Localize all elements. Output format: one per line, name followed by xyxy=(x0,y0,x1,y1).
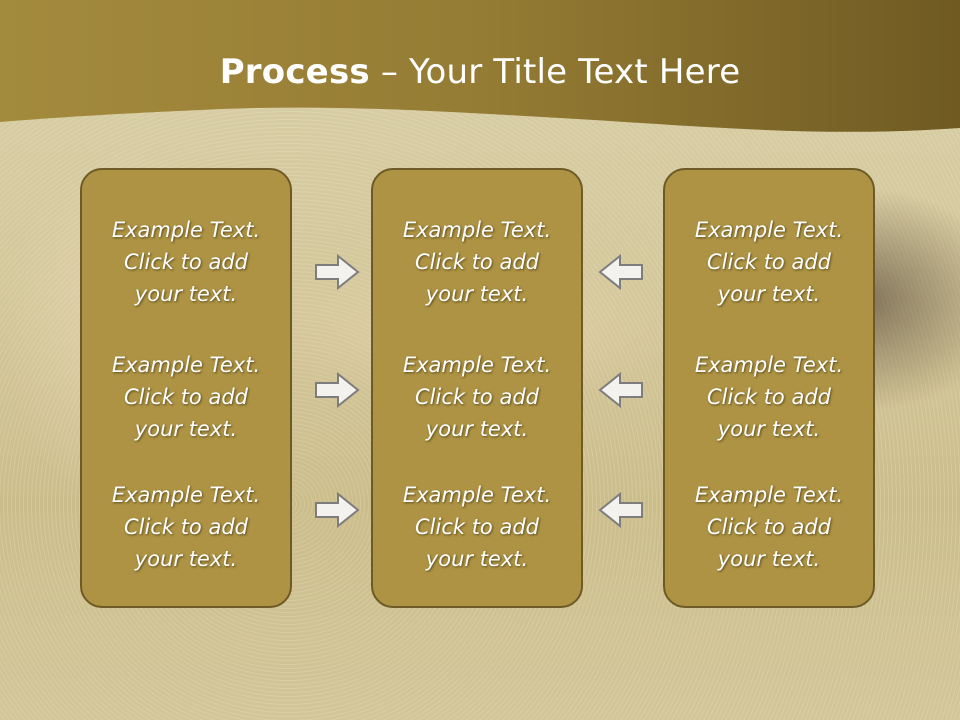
title-band xyxy=(0,0,960,132)
slide-title[interactable]: Process – Your Title Text Here xyxy=(0,52,960,92)
arrow-left-icon[interactable] xyxy=(597,252,645,292)
text-placeholder[interactable]: Example Text. Click to add your text. xyxy=(402,218,552,306)
text-placeholder[interactable]: Example Text. Click to add your text. xyxy=(694,218,844,306)
arrow-left-icon[interactable] xyxy=(597,490,645,530)
process-box-center[interactable]: Example Text. Click to add your text. Ex… xyxy=(371,168,583,608)
text-placeholder[interactable]: Example Text. Click to add your text. xyxy=(111,353,261,441)
arrow-right-icon[interactable] xyxy=(313,252,361,292)
text-placeholder[interactable]: Example Text. Click to add your text. xyxy=(694,483,844,571)
process-box-right[interactable]: Example Text. Click to add your text. Ex… xyxy=(663,168,875,608)
text-placeholder[interactable]: Example Text. Click to add your text. xyxy=(111,218,261,306)
title-rest: – Your Title Text Here xyxy=(369,52,741,92)
text-placeholder[interactable]: Example Text. Click to add your text. xyxy=(111,483,261,571)
arrow-right-icon[interactable] xyxy=(313,370,361,410)
arrow-right-icon[interactable] xyxy=(313,490,361,530)
text-placeholder[interactable]: Example Text. Click to add your text. xyxy=(694,353,844,441)
arrow-left-icon[interactable] xyxy=(597,370,645,410)
title-bold: Process xyxy=(219,52,370,92)
text-placeholder[interactable]: Example Text. Click to add your text. xyxy=(402,483,552,571)
process-box-left[interactable]: Example Text. Click to add your text. Ex… xyxy=(80,168,292,608)
text-placeholder[interactable]: Example Text. Click to add your text. xyxy=(402,353,552,441)
